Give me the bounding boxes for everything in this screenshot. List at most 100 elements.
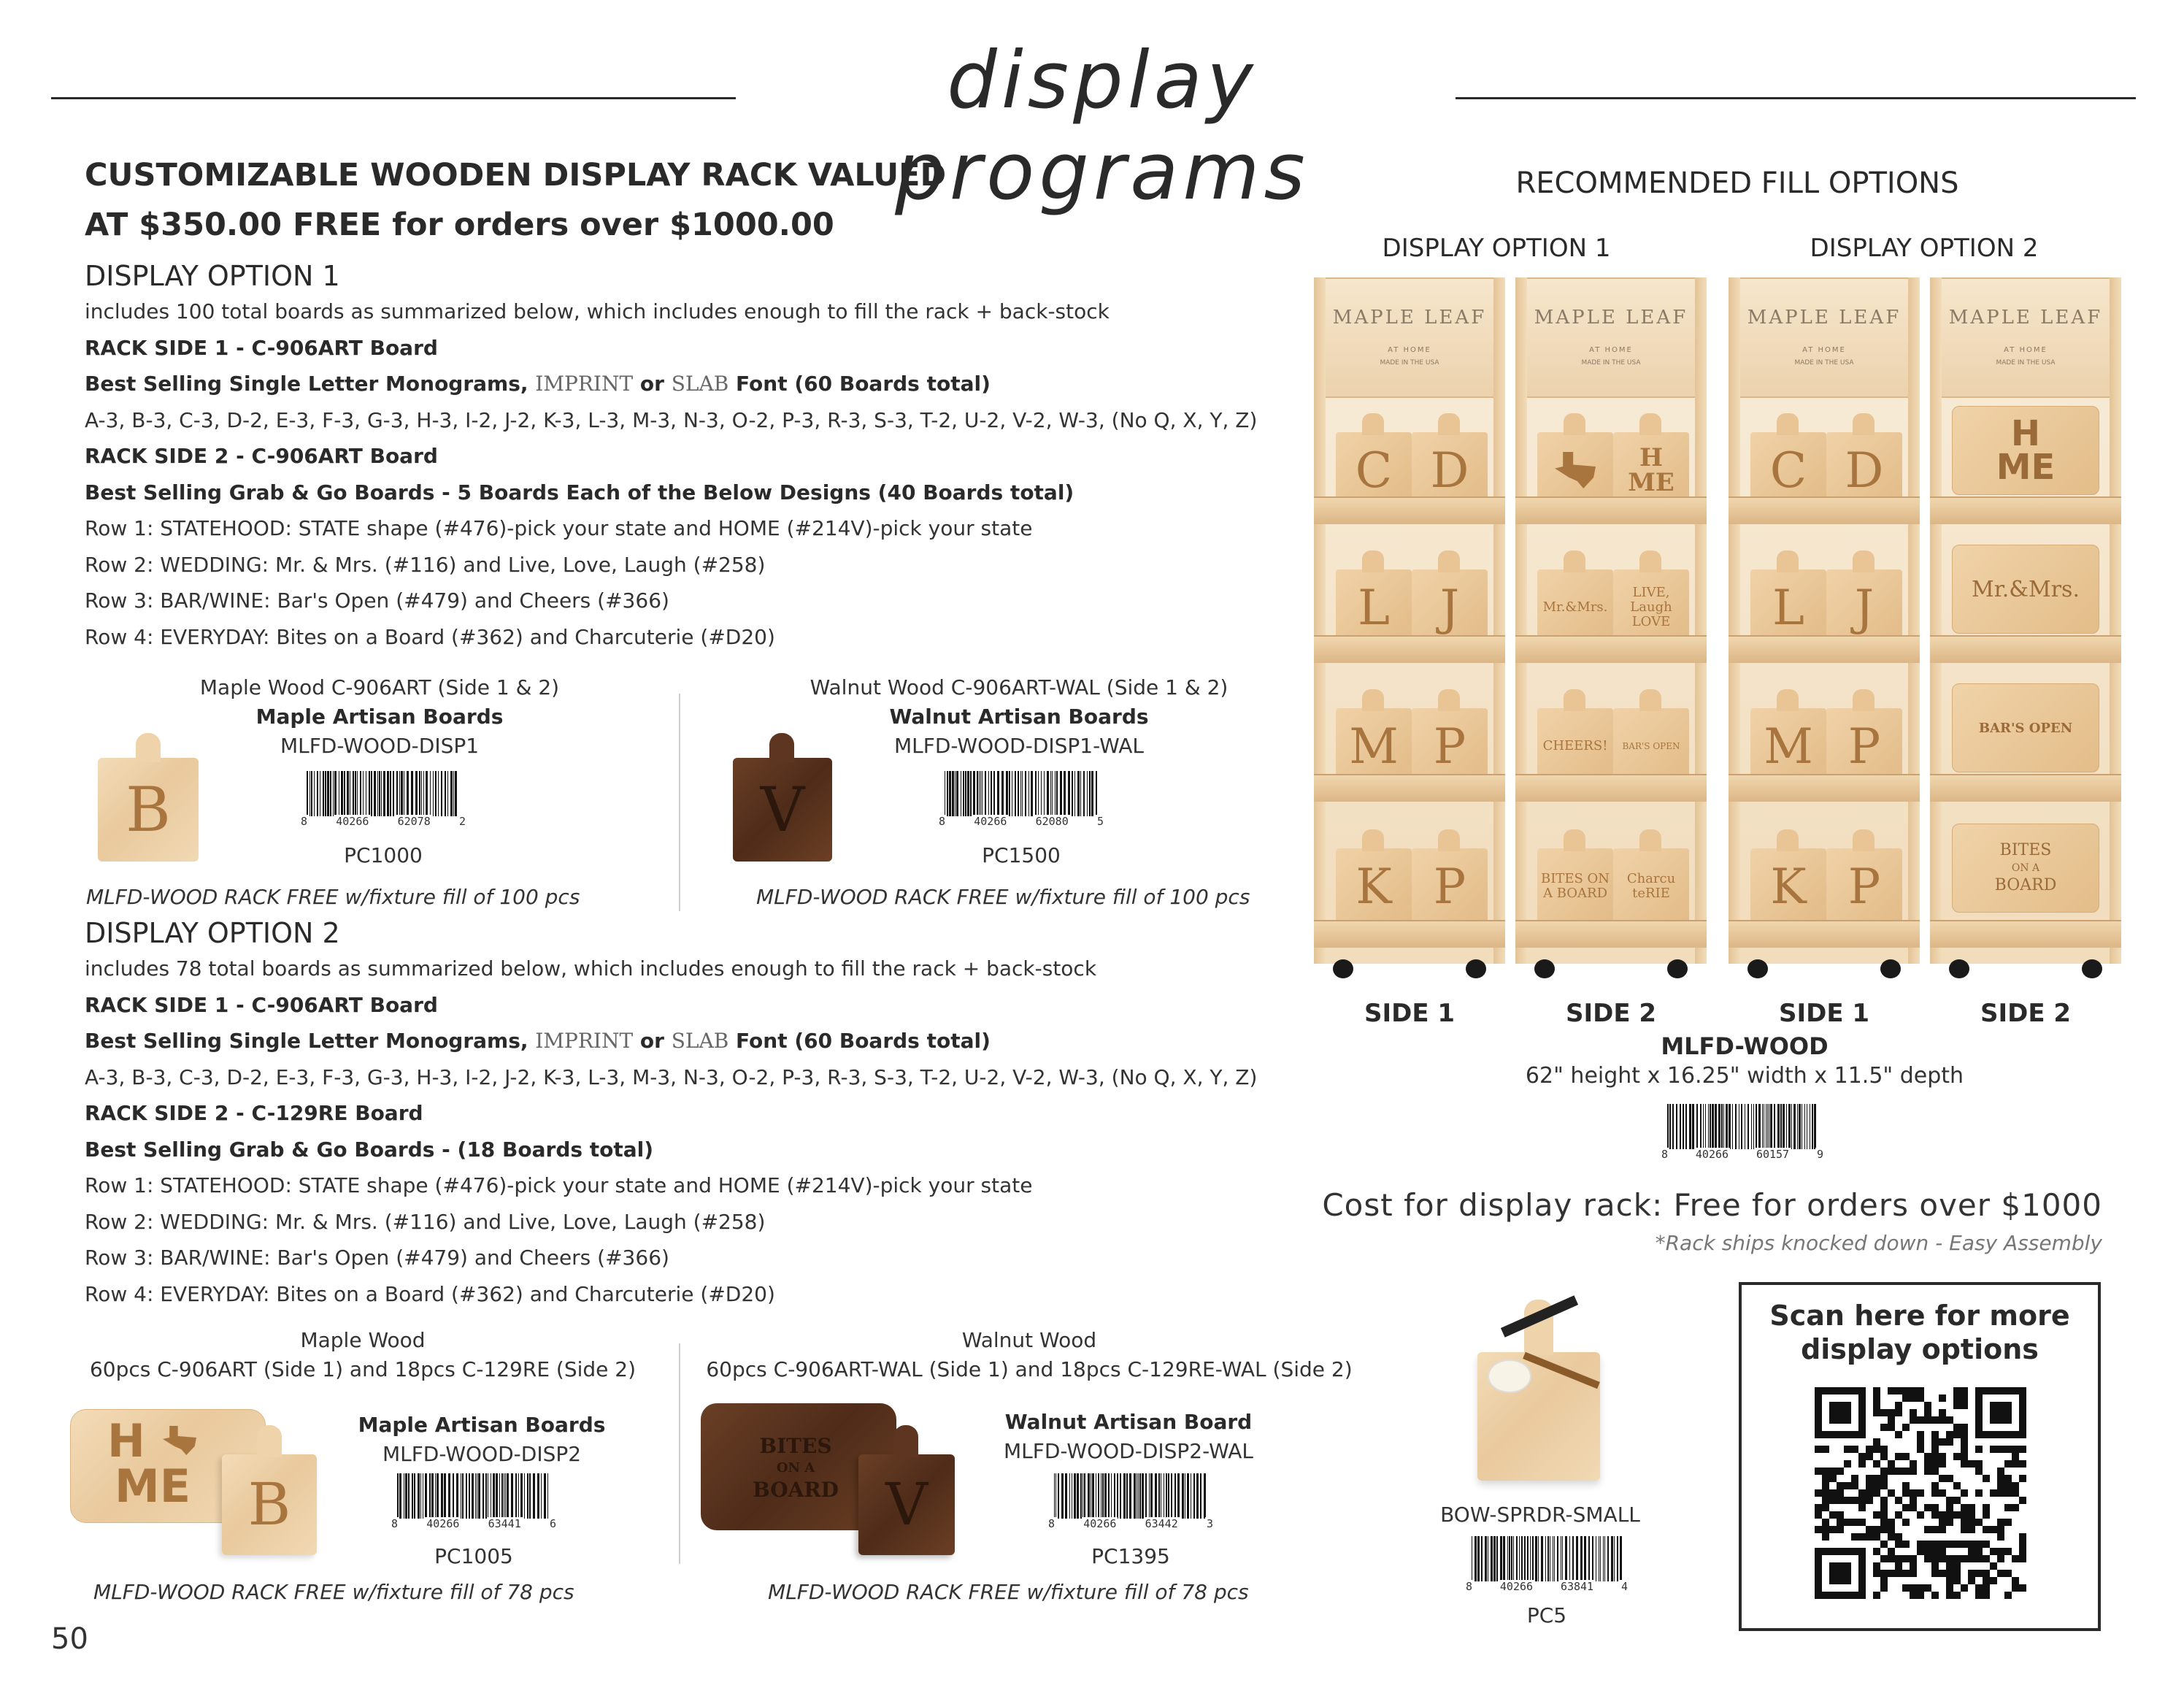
barcode-bars xyxy=(1054,1473,1206,1519)
option1-walnut-sku: MLFD-WOOD-DISP1-WAL xyxy=(894,734,1144,758)
option2-row-1: Row 1: STATEHOOD: STATE shape (#476)-pic… xyxy=(85,1173,1033,1197)
option2-maple-line3: Maple Artisan Boards xyxy=(358,1413,606,1437)
option1-divider xyxy=(679,694,680,911)
mono-slab: SLAB xyxy=(671,1029,729,1053)
option2-intro: includes 78 total boards as summarized b… xyxy=(85,956,1097,981)
option2-side1-title: RACK SIDE 1 - C-906ART Board xyxy=(85,992,438,1017)
page-title: display programs xyxy=(895,35,1310,218)
rack-cost: Cost for display rack: Free for orders o… xyxy=(1322,1187,2102,1223)
option1-row-2: Row 2: WEDDING: Mr. & Mrs. (#116) and Li… xyxy=(85,552,766,577)
option1-walnut-line2: Walnut Artisan Boards xyxy=(889,705,1149,729)
option2-maple-board-letter: B xyxy=(247,1470,291,1538)
option2-maple-line2: 60pcs C-906ART (Side 1) and 18pcs C-129R… xyxy=(89,1357,637,1381)
qr-box: Scan here for more display options xyxy=(1739,1282,2101,1631)
option2-walnut-header: Walnut Wood 60pcs C-906ART-WAL (Side 1) … xyxy=(701,1326,1358,1384)
option1-maple-board-image: B xyxy=(98,733,199,862)
option1-maple-price-code: PC1000 xyxy=(344,843,423,867)
home-top: H xyxy=(107,1414,145,1468)
header-rule-right xyxy=(1456,97,2136,99)
option2-letters: A-3, B-3, C-3, D-2, E-3, F-3, G-3, H-3, … xyxy=(85,1064,1258,1089)
home-bottom: ME xyxy=(115,1459,191,1513)
option1-maple-sku: MLFD-WOOD-DISP1 xyxy=(280,734,480,758)
option2-maple-note: MLFD-WOOD RACK FREE w/fixture fill of 78… xyxy=(93,1580,574,1604)
option2-walnut-sku: MLFD-WOOD-DISP2-WAL xyxy=(1004,1439,1253,1463)
cheese-bowl xyxy=(1488,1359,1531,1393)
rack-sku: MLFD-WOOD xyxy=(1661,1032,1829,1060)
side-label-1: SIDE 1 xyxy=(1364,999,1456,1028)
option1-maple-info: Maple Wood C-906ART (Side 1 & 2) Maple A… xyxy=(175,673,584,761)
option2-maple-info: Maple Artisan Boards MLFD-WOOD-DISP2 xyxy=(358,1411,606,1469)
option1-monogram-line: Best Selling Single Letter Monograms, IM… xyxy=(85,366,1257,402)
rack-option1-label: DISPLAY OPTION 1 xyxy=(1382,234,1611,263)
option1-maple-note: MLFD-WOOD RACK FREE w/fixture fill of 10… xyxy=(86,885,580,909)
mono-imprint: IMPRINT xyxy=(535,372,634,396)
side-label-3: SIDE 1 xyxy=(1778,999,1870,1028)
option2-divider xyxy=(679,1343,680,1564)
option2-maple-price-code: PC1005 xyxy=(434,1544,513,1568)
rack-dimensions: 62" height x 16.25" width x 11.5" depth xyxy=(1525,1063,1964,1089)
option1-grab-title: Best Selling Grab & Go Boards - 5 Boards… xyxy=(85,480,1074,505)
fill-options-title: RECOMMENDED FILL OPTIONS xyxy=(1515,166,1959,200)
option1-side1-title: RACK SIDE 1 - C-906ART Board xyxy=(85,335,438,360)
texas-icon xyxy=(163,1426,196,1455)
barcode-bars xyxy=(397,1473,548,1519)
option1-walnut-board-letter: V xyxy=(760,774,805,845)
side-label-2: SIDE 2 xyxy=(1565,999,1657,1028)
barcode-bars xyxy=(307,771,457,816)
qr-code-icon[interactable] xyxy=(1815,1387,2026,1599)
texas-icon xyxy=(1555,452,1596,488)
barcode-bars xyxy=(1472,1536,1622,1581)
mono-or: or xyxy=(633,1029,672,1053)
spreader-sku: BOW-SPRDR-SMALL xyxy=(1440,1503,1640,1527)
mono-post: Font (60 Boards total) xyxy=(728,372,991,396)
option2-walnut-note: MLFD-WOOD RACK FREE w/fixture fill of 78… xyxy=(768,1580,1249,1604)
option2-maple-line1: Maple Wood xyxy=(300,1328,426,1352)
barcode-bars xyxy=(1667,1104,1816,1149)
mono-post: Font (60 Boards total) xyxy=(728,1029,991,1053)
option2-walnut-line1: Walnut Wood xyxy=(961,1328,1097,1352)
option1-row-1: Row 1: STATEHOOD: STATE shape (#476)-pic… xyxy=(85,516,1033,540)
qr-title-2: display options xyxy=(1801,1333,2039,1365)
option2-side2-title: RACK SIDE 2 - C-129RE Board xyxy=(85,1101,423,1125)
spreader-board-image xyxy=(1477,1295,1600,1481)
option1-walnut-board-image: V xyxy=(733,733,832,862)
page-number: 50 xyxy=(51,1622,88,1656)
bites-text: BITES ON A BOARD xyxy=(753,1434,839,1502)
option2-walnut-board-letter: V xyxy=(885,1470,928,1538)
option1-maple-line2: Maple Artisan Boards xyxy=(255,705,504,729)
option1-row-3: Row 3: BAR/WINE: Bar's Open (#479) and C… xyxy=(85,588,669,613)
spreader-price-code: PC5 xyxy=(1526,1603,1567,1627)
header-rule-left xyxy=(51,97,736,99)
qr-title-1: Scan here for more xyxy=(1769,1300,2070,1332)
option2-walnut-info: Walnut Artisan Board MLFD-WOOD-DISP2-WAL xyxy=(983,1408,1274,1466)
option1-letters: A-3, B-3, C-3, D-2, E-3, F-3, G-3, H-3, … xyxy=(85,407,1258,432)
barcode-bars xyxy=(945,771,1097,816)
option2-maple-sku: MLFD-WOOD-DISP2 xyxy=(382,1442,582,1466)
option1-text: includes 100 total boards as summarized … xyxy=(85,294,1257,655)
option1-walnut-line1: Walnut Wood C-906ART-WAL (Side 1 & 2) xyxy=(810,675,1228,699)
option1-walnut-price-code: PC1500 xyxy=(982,843,1061,867)
option1-row-4: Row 4: EVERYDAY: Bites on a Board (#362)… xyxy=(85,624,775,649)
option2-maple-header: Maple Wood 60pcs C-906ART (Side 1) and 1… xyxy=(67,1326,658,1384)
option2-walnut-line3: Walnut Artisan Board xyxy=(1004,1410,1253,1434)
mono-imprint: IMPRINT xyxy=(535,1029,634,1053)
headline-2: AT $350.00 FREE for orders over $1000.00 xyxy=(85,207,834,243)
option2-walnut-line2: 60pcs C-906ART-WAL (Side 1) and 18pcs C-… xyxy=(706,1357,1353,1381)
option2-walnut-letter-board: V xyxy=(858,1425,955,1555)
option2-row-2: Row 2: WEDDING: Mr. & Mrs. (#116) and Li… xyxy=(85,1209,766,1234)
option2-grab-title: Best Selling Grab & Go Boards - (18 Boar… xyxy=(85,1137,654,1162)
option2-row-4: Row 4: EVERYDAY: Bites on a Board (#362)… xyxy=(85,1281,775,1306)
rack-ships-note: *Rack ships knocked down - Easy Assembly xyxy=(1655,1231,2102,1255)
option2-monogram-line: Best Selling Single Letter Monograms, IM… xyxy=(85,1023,1257,1059)
texas-board xyxy=(1537,413,1613,508)
mono-pre: Best Selling Single Letter Monograms, xyxy=(85,372,536,396)
spreader-knife xyxy=(1523,1351,1600,1389)
option2-text: includes 78 total boards as summarized b… xyxy=(85,951,1257,1312)
option2-maple-letter-board: B xyxy=(222,1425,317,1555)
